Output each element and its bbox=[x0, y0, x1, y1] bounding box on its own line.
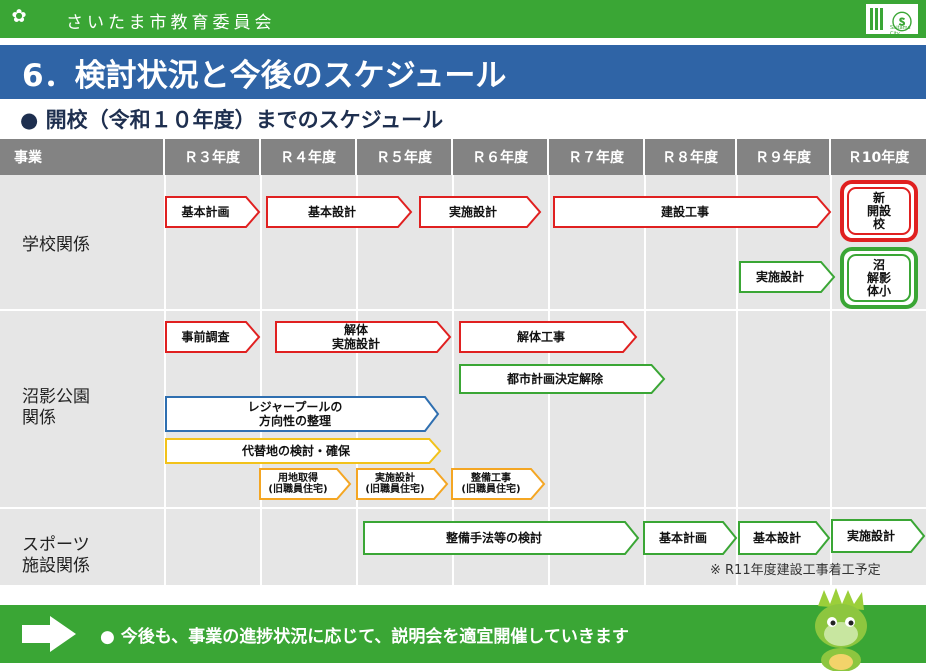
col-divider bbox=[260, 175, 262, 585]
col-header-r10: Ｒ10年度 bbox=[831, 139, 926, 175]
col-divider bbox=[164, 175, 166, 585]
col-header-r8: Ｒ８年度 bbox=[645, 139, 737, 175]
col-divider bbox=[736, 175, 738, 585]
arrow-label: 整備手法等の検討 bbox=[445, 531, 542, 545]
logo-bars-icon bbox=[870, 8, 884, 30]
arrow-shape bbox=[275, 321, 452, 353]
badge-new-school-opening: 新 開設 校 bbox=[840, 180, 918, 242]
arrow-shape bbox=[553, 196, 832, 228]
col-divider bbox=[356, 175, 358, 585]
arrow-label: 基本設計 bbox=[752, 531, 801, 545]
arrow-school-basic-design: 基本設計 bbox=[266, 196, 413, 228]
arrow-park-land-acquisition: 用地取得 (旧職員住宅) bbox=[259, 468, 352, 500]
col-header-r7: Ｒ７年度 bbox=[549, 139, 645, 175]
row-divider bbox=[0, 507, 926, 509]
arrow-label: 実施設計 bbox=[448, 205, 497, 219]
row-label-sports: スポーツ 施設関係 bbox=[22, 535, 90, 576]
arrow-label: 建設工事 bbox=[660, 205, 709, 219]
arrow-park-leisure-pool: レジャープールの 方向性の整理 bbox=[165, 396, 440, 432]
arrow-shape bbox=[165, 196, 261, 228]
col-divider bbox=[452, 175, 454, 585]
arrow-park-urban-plan-cancel: 都市計画決定解除 bbox=[459, 364, 666, 394]
badge-numakage-demolition: 沼 解影 体小 bbox=[840, 247, 918, 309]
col-header-r3: Ｒ３年度 bbox=[165, 139, 261, 175]
arrow-sports-basic-plan: 基本計画 bbox=[643, 521, 738, 555]
arrow-school-implementation-design: 実施設計 bbox=[419, 196, 542, 228]
arrow-park-demolition-work: 解体工事 bbox=[459, 321, 638, 353]
arrow-label: 都市計画決定解除 bbox=[506, 372, 603, 386]
arrow-shape bbox=[165, 321, 261, 353]
arrow-shape bbox=[459, 364, 666, 394]
title-bar: 6．検討状況と今後のスケジュール bbox=[0, 45, 926, 99]
logo-text: Saitama City bbox=[890, 25, 911, 37]
arrow-sports-basic-design: 基本設計 bbox=[738, 521, 831, 555]
construction-start-footnote: ※ R11年度建設工事着工予定 bbox=[710, 563, 881, 578]
arrow-label: 事前調査 bbox=[181, 330, 230, 344]
badge-label: 沼 解影 体小 bbox=[866, 257, 891, 298]
arrow-shape bbox=[738, 521, 831, 555]
arrow-shape bbox=[739, 261, 836, 293]
arrow-shape bbox=[165, 438, 442, 464]
col-header-project: 事業 bbox=[0, 139, 165, 175]
arrow-label: 解体 実施設計 bbox=[331, 323, 380, 351]
col-header-r5: Ｒ５年度 bbox=[357, 139, 453, 175]
arrow-park-demolition-design: 解体 実施設計 bbox=[275, 321, 452, 353]
col-header-r9: Ｒ９年度 bbox=[737, 139, 831, 175]
saitama-city-logo: ⓢ Saitama City bbox=[866, 4, 918, 37]
arrow-shape bbox=[831, 519, 926, 553]
arrow-sports-method-review: 整備手法等の検討 bbox=[363, 521, 640, 555]
bottom-message-bar bbox=[0, 605, 926, 663]
arrow-school-basic-plan: 基本計画 bbox=[165, 196, 261, 228]
org-name: さいたま市教育委員会 bbox=[66, 13, 276, 33]
col-header-r4: Ｒ４年度 bbox=[261, 139, 357, 175]
arrow-label: 実施設計 bbox=[755, 270, 804, 284]
arrow-label: 解体工事 bbox=[516, 330, 565, 344]
arrow-label: レジャープールの 方向性の整理 bbox=[247, 400, 343, 428]
row-label-school: 学校関係 bbox=[22, 235, 90, 255]
arrow-label: 基本設計 bbox=[307, 205, 356, 219]
arrow-label: 実施設計 bbox=[846, 529, 895, 543]
slide-title: 6．検討状況と今後のスケジュール bbox=[22, 58, 507, 94]
arrow-shape bbox=[165, 396, 440, 432]
arrow-park-staff-housing-work: 整備工事 (旧職員住宅) bbox=[451, 468, 546, 500]
bottom-message: ● 今後も、事業の進捗状況に応じて、説明会を適宜開催していきます bbox=[100, 627, 629, 647]
arrow-shape bbox=[459, 321, 638, 353]
header-bar: ✿ さいたま市教育委員会 ⓢ Saitama City bbox=[0, 0, 926, 38]
schedule-subheading: ● 開校（令和１０年度）までのスケジュール bbox=[20, 108, 444, 132]
city-emblem-icon: ✿ bbox=[11, 6, 27, 27]
arrow-shape bbox=[419, 196, 542, 228]
arrow-park-staff-housing-design: 実施設計 (旧職員住宅) bbox=[356, 468, 449, 500]
arrow-label: 代替地の検討・確保 bbox=[241, 444, 350, 458]
arrow-label: 基本計画 bbox=[181, 205, 230, 219]
arrow-sports-implementation-design: 実施設計 bbox=[831, 519, 926, 553]
arrow-shape bbox=[266, 196, 413, 228]
arrow-label: 用地取得 (旧職員住宅) bbox=[268, 473, 328, 495]
arrow-school-construction: 建設工事 bbox=[553, 196, 832, 228]
arrow-park-alternative-site: 代替地の検討・確保 bbox=[165, 438, 442, 464]
arrow-shape bbox=[451, 468, 546, 500]
mascot-dragon-icon bbox=[815, 588, 867, 671]
arrow-label: 基本計画 bbox=[658, 531, 707, 545]
logo-mark-icon: ⓢ bbox=[892, 10, 912, 34]
arrow-shape bbox=[643, 521, 738, 555]
arrow-park-preliminary-survey: 事前調査 bbox=[165, 321, 261, 353]
arrow-label: 整備工事 (旧職員住宅) bbox=[461, 473, 521, 495]
arrow-shape bbox=[356, 468, 449, 500]
arrow-school-r9-implementation-design: 実施設計 bbox=[739, 261, 836, 293]
row-divider bbox=[0, 309, 926, 311]
arrow-shape bbox=[363, 521, 640, 555]
col-divider bbox=[830, 175, 832, 585]
badge-label: 新 開設 校 bbox=[866, 190, 891, 231]
arrow-label: 実施設計 (旧職員住宅) bbox=[365, 473, 425, 495]
right-arrow-icon bbox=[22, 616, 76, 652]
row-label-park: 沼影公園 関係 bbox=[22, 387, 90, 428]
arrow-shape bbox=[259, 468, 352, 500]
col-header-r6: Ｒ６年度 bbox=[453, 139, 549, 175]
